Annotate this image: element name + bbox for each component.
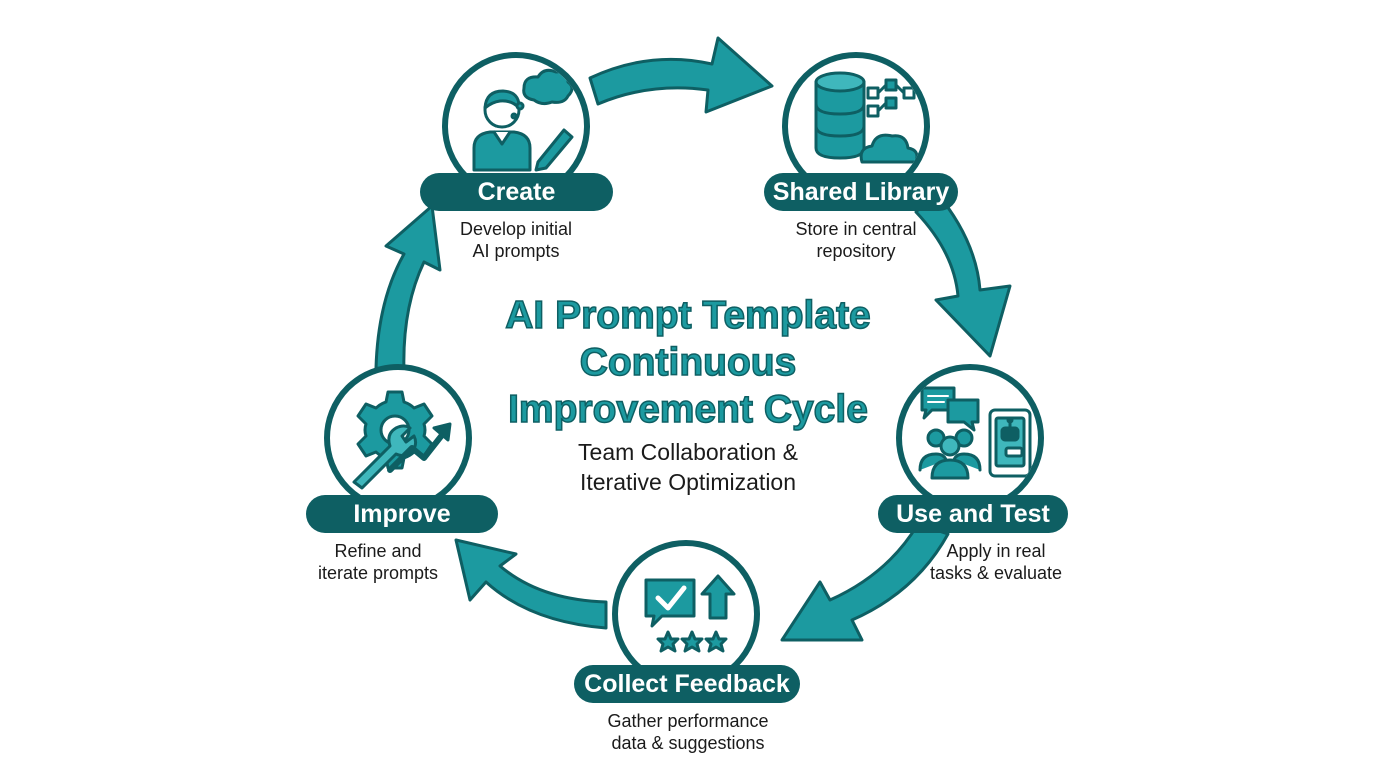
stage-circle <box>324 364 472 512</box>
arrow-library-to-use <box>914 190 1012 358</box>
stage-improve: Improve Refine and iterate prompts <box>306 364 506 594</box>
title-line: Improvement Cycle <box>507 387 868 432</box>
stage-label: Collect Feedback <box>574 665 800 703</box>
diagram-subtitle: Team Collaboration & Iterative Optimizat… <box>578 439 798 495</box>
feedback-check-stars-icon <box>644 574 736 653</box>
diagram-title: AI Prompt Template Continuous Improvemen… <box>438 292 938 433</box>
stage-label: Create <box>420 173 613 211</box>
arrow-improve-to-create <box>374 204 442 374</box>
title-line: Continuous <box>579 340 797 385</box>
stage-description: Develop initial AI prompts <box>459 219 573 261</box>
stage-label: Use and Test <box>878 495 1068 533</box>
stage-description: Refine and iterate prompts <box>317 541 439 583</box>
team-chat-robot-icon <box>918 386 1032 480</box>
arrow-use-to-feedback <box>780 522 950 642</box>
stage-label: Shared Library <box>764 173 958 211</box>
person-thought-pencil-icon <box>472 68 574 172</box>
stage-label: Improve <box>306 495 498 533</box>
stage-description: Store in central repository <box>795 219 917 261</box>
gear-wrench-growth-icon <box>352 390 452 490</box>
title-line: AI Prompt Template <box>505 293 872 338</box>
arrow-feedback-to-improve <box>454 538 608 630</box>
arrow-create-to-library <box>588 36 774 114</box>
stage-circle <box>896 364 1044 512</box>
stage-collect-feedback: Collect Feedback Gather performance data… <box>574 540 800 764</box>
stage-create: Create Develop initial AI prompts <box>420 52 620 272</box>
stage-description: Gather performance data & suggestions <box>607 711 769 753</box>
stage-circle <box>612 540 760 688</box>
database-cloud-icon <box>814 71 919 164</box>
stage-use-and-test: Use and Test Apply in real tasks & evalu… <box>878 364 1078 594</box>
stage-shared-library: Shared Library Store in central reposito… <box>764 52 964 272</box>
stage-description: Apply in real tasks & evaluate <box>929 541 1063 583</box>
